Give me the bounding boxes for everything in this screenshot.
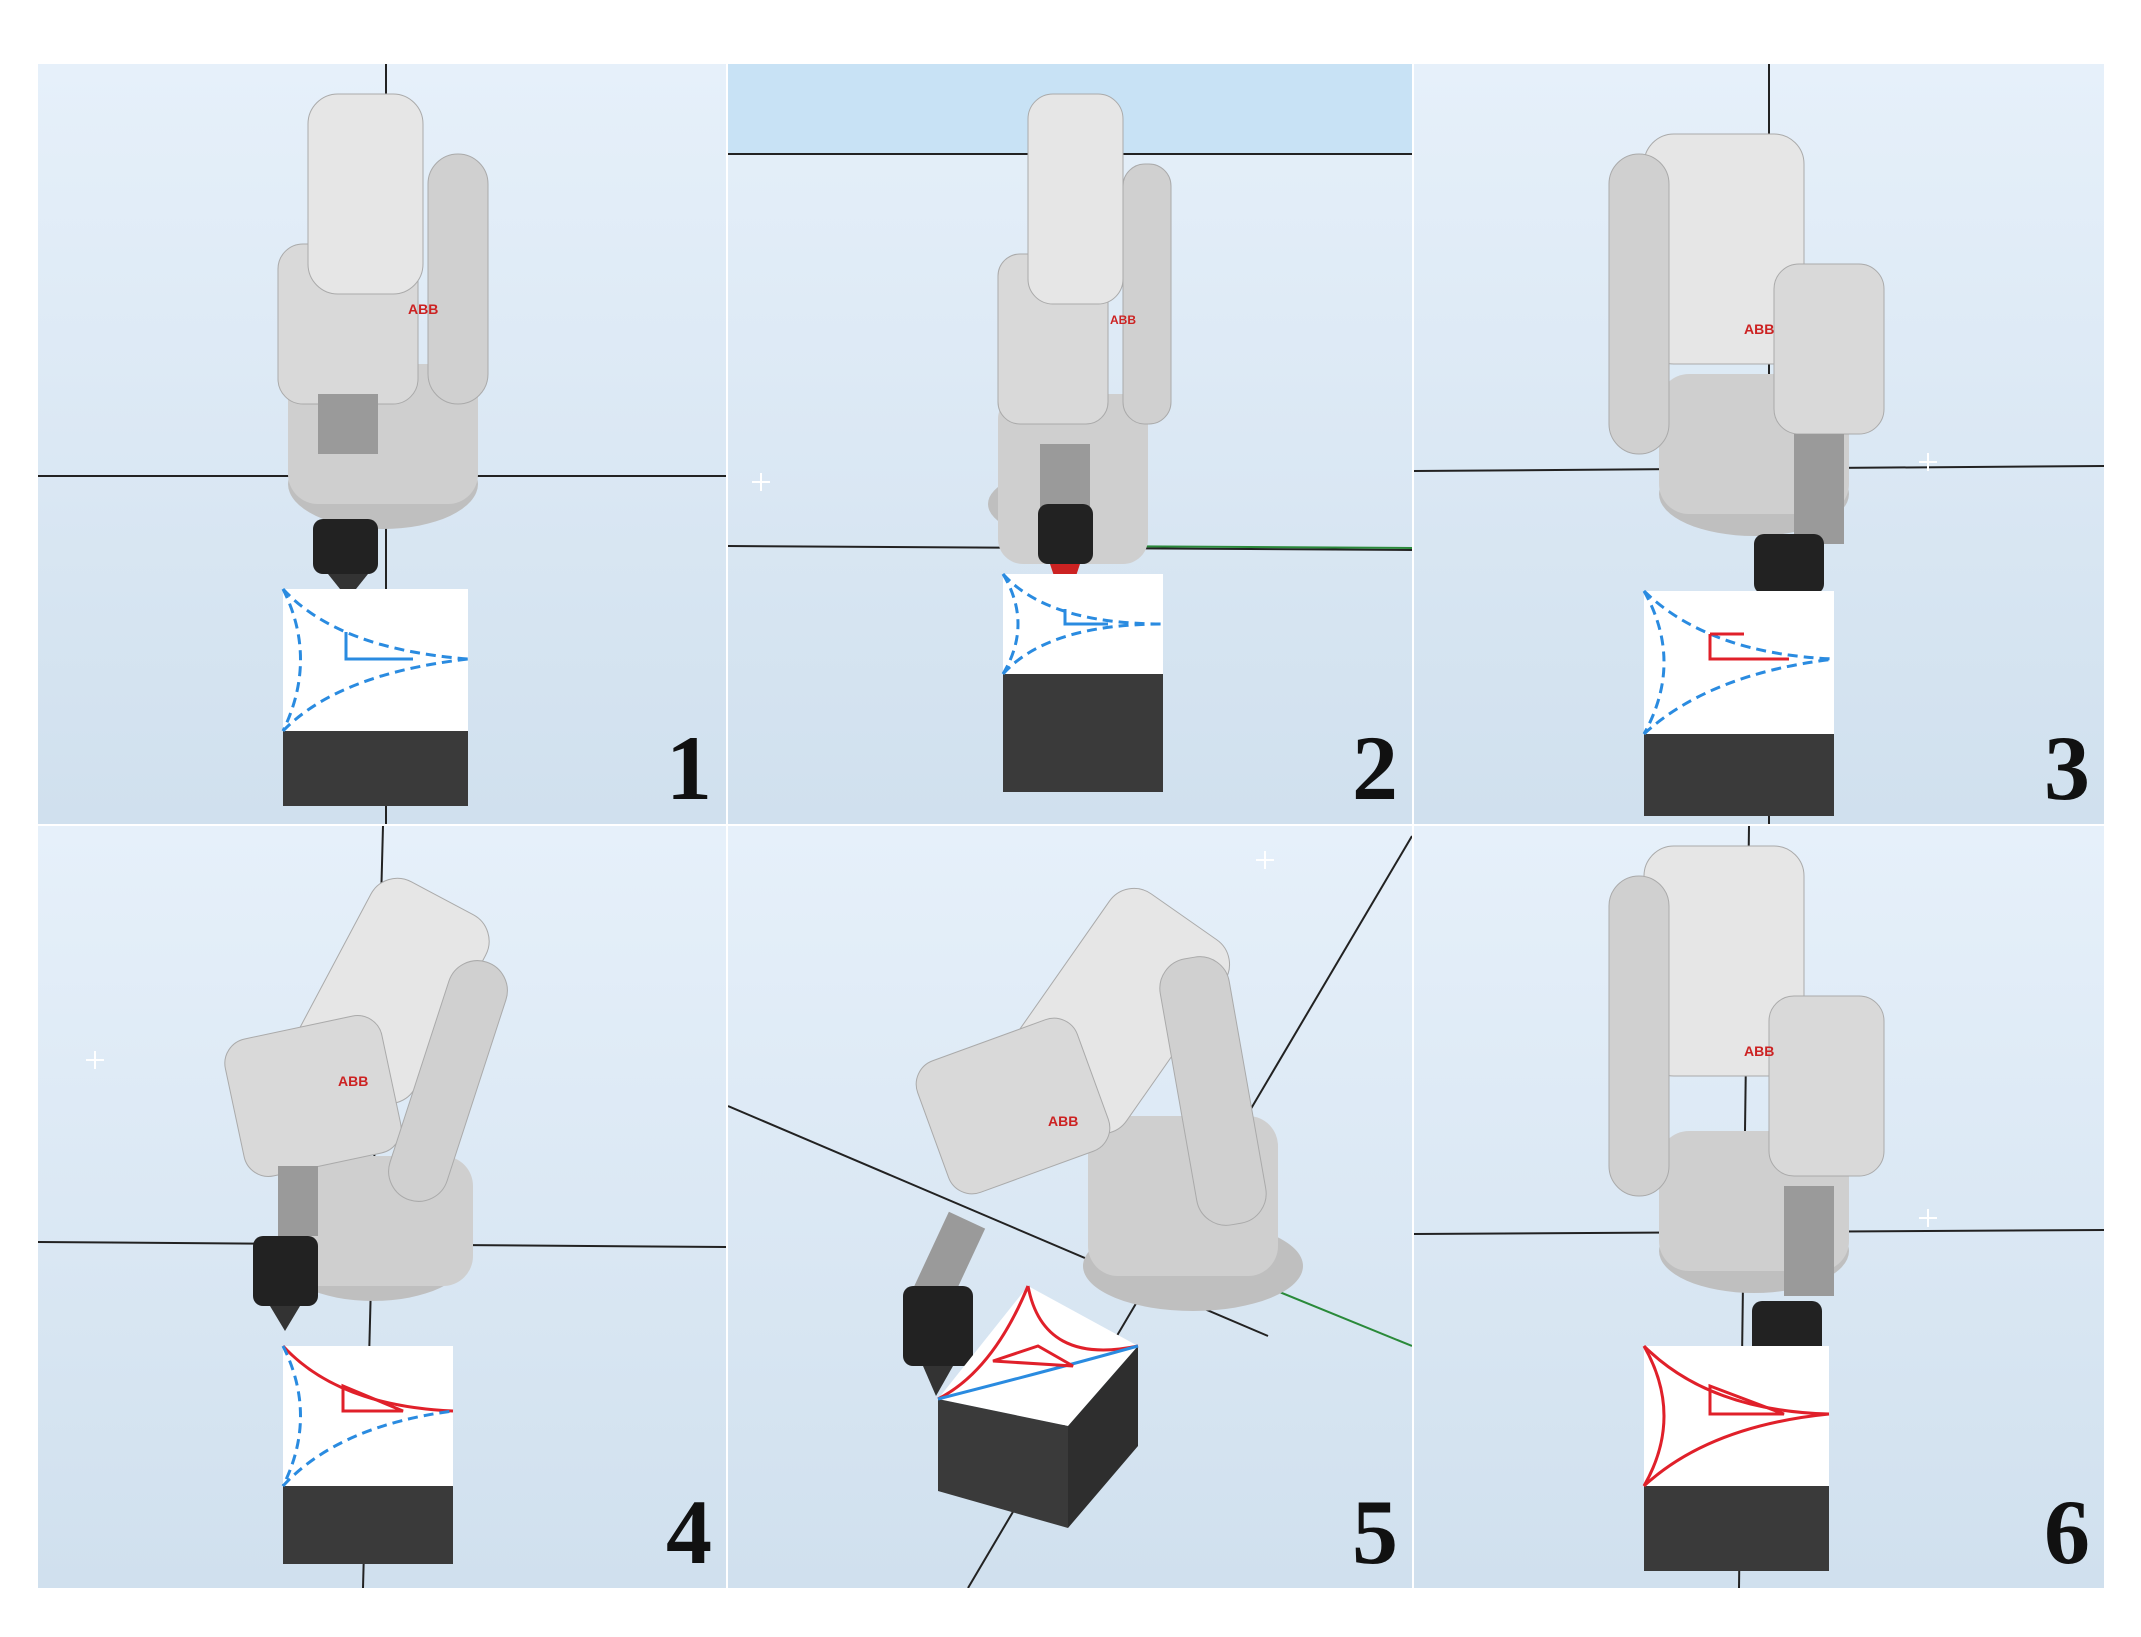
workpiece [281,1344,454,1564]
robot-arm [224,877,508,1331]
scene-illustration: ABB [38,826,726,1588]
scene-panel-3: ABB 3 [1414,64,2104,824]
workpiece [1642,1344,1830,1571]
scene-illustration: ABB [38,64,726,824]
scene-illustration: ABB [1414,64,2104,824]
robot-arm [988,93,1172,609]
panel-number: 4 [666,1481,712,1583]
robot-arm [1608,845,1885,1386]
scene-panel-5: ABB 5 [728,826,1412,1588]
robot-arm [903,887,1303,1396]
robot-logo: ABB [1048,1113,1078,1129]
scene-panel-6: ABB 6 [1414,826,2104,1588]
workpiece [1001,572,1164,792]
scene-illustration: ABB [728,835,1412,1588]
workpiece [937,1285,1139,1528]
scene-panel-4: ABB 4 [38,826,726,1588]
scene-panel-2: ABB 2 [728,64,1412,824]
scene-illustration: ABB [1414,826,2104,1588]
workpiece [1642,589,1835,816]
robot-logo: ABB [408,301,438,317]
robot-arm [1608,133,1885,619]
scene-panel-1: ABB 1 [38,64,726,824]
robot-logo: ABB [338,1073,368,1089]
panel-number: 5 [1352,1481,1398,1583]
panel-number: 6 [2044,1481,2090,1583]
panel-number: 1 [666,717,712,819]
scene-illustration: ABB [728,64,1412,792]
robot-logo: ABB [1110,313,1136,327]
robot-logo: ABB [1744,321,1774,337]
robot-arm [277,93,489,599]
robot-logo: ABB [1744,1043,1774,1059]
panel-number: 2 [1352,717,1398,819]
panel-number: 3 [2044,717,2090,819]
workpiece [281,587,469,806]
